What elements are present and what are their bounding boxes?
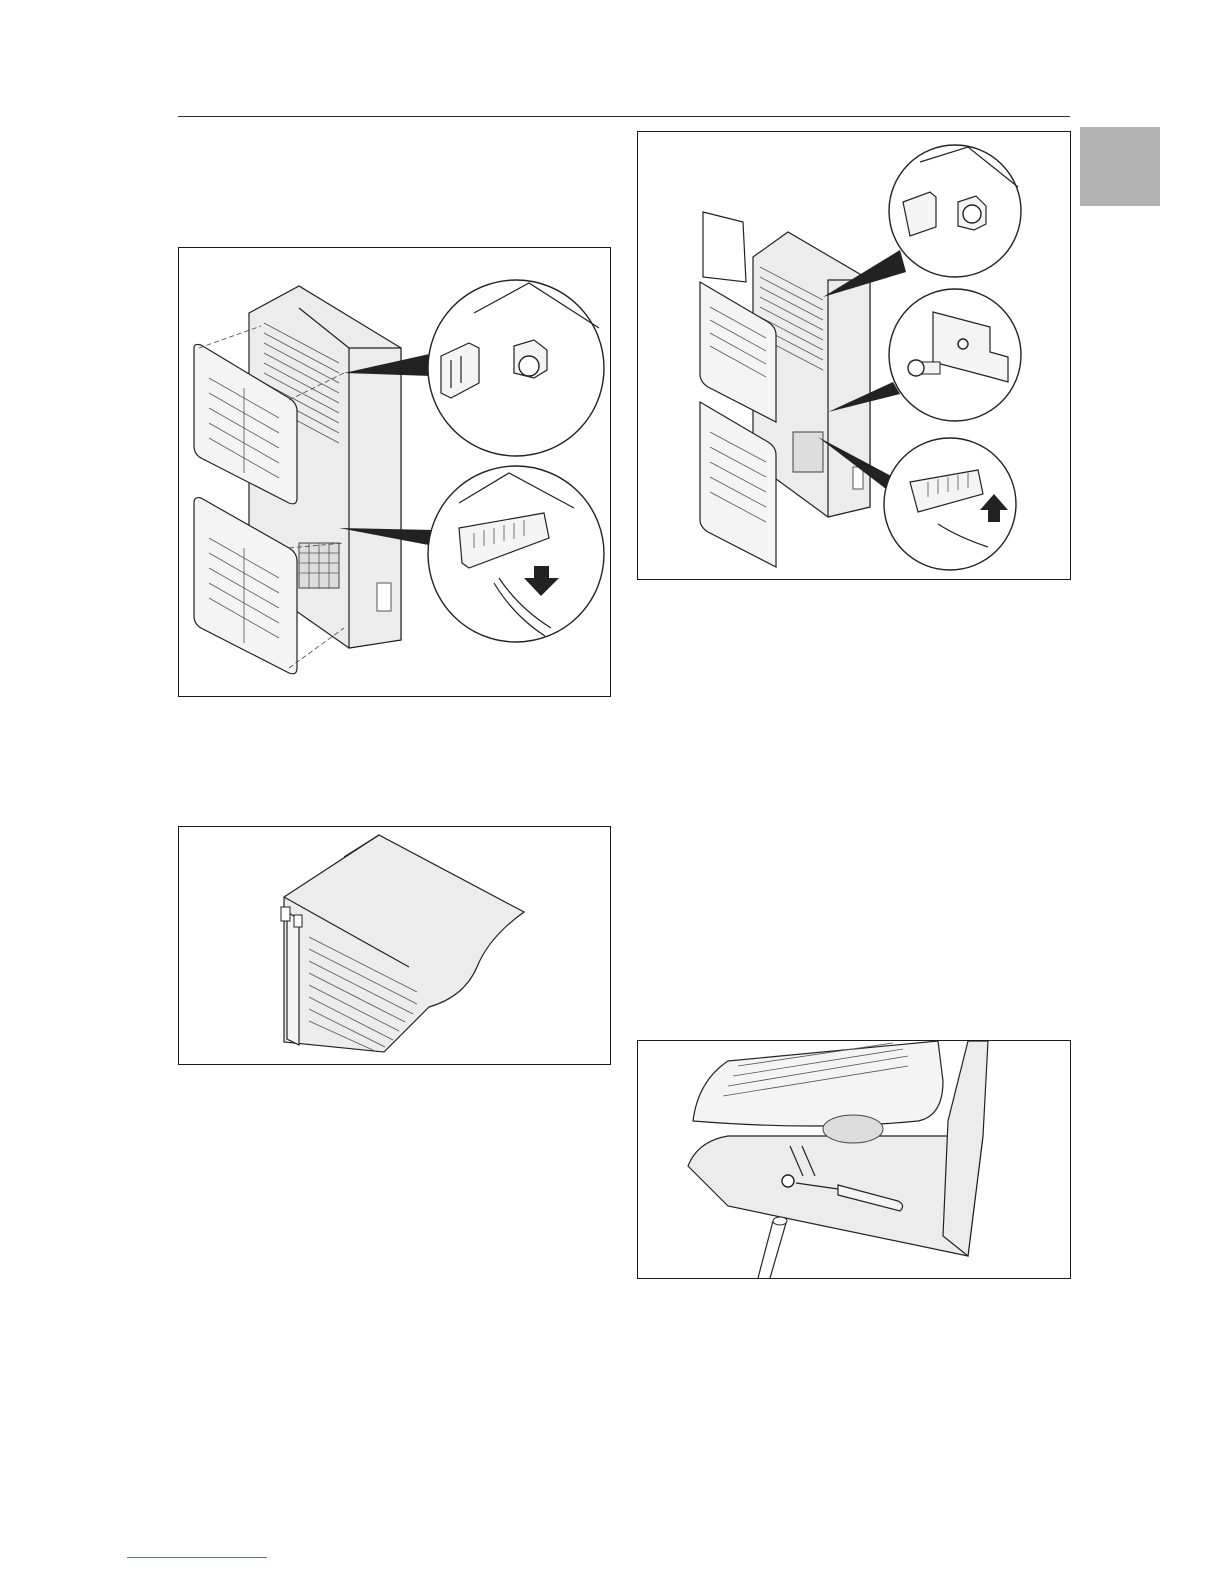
language-tab xyxy=(1080,127,1160,206)
header-rule xyxy=(178,116,1070,117)
figure-condensate-hose xyxy=(637,1040,1071,1279)
figure-top-corner xyxy=(178,826,611,1065)
illustration-panel-removal xyxy=(179,248,610,696)
footer-link-underline xyxy=(127,1557,267,1558)
figure-panel-removal xyxy=(178,247,611,697)
illustration-condensate-hose xyxy=(638,1041,1070,1278)
figure-panel-installation xyxy=(637,131,1071,580)
illustration-panel-installation xyxy=(638,132,1070,579)
illustration-top-corner xyxy=(179,827,610,1064)
